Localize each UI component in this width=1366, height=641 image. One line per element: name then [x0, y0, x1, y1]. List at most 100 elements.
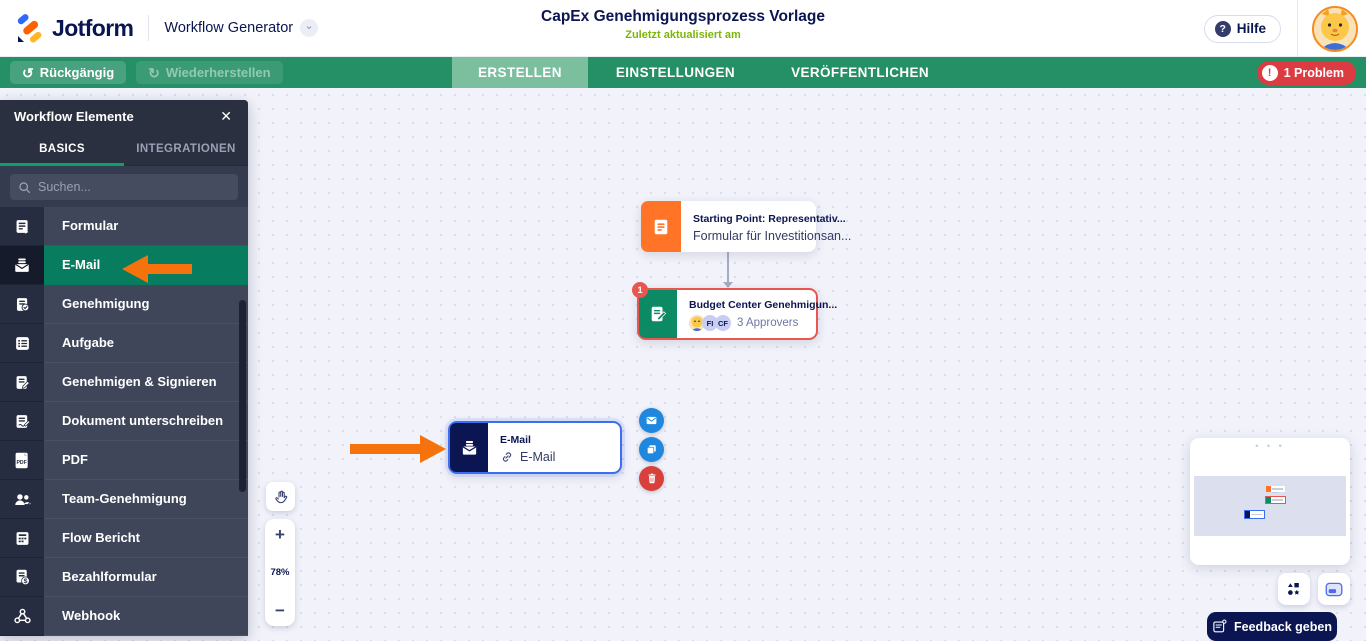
user-avatar[interactable]	[1312, 5, 1358, 52]
close-icon[interactable]: ✕	[220, 108, 232, 124]
app-title: Workflow Generator	[164, 20, 294, 36]
node-email[interactable]: E-Mail E-Mail	[448, 421, 622, 474]
search-box[interactable]	[10, 174, 238, 200]
sidebar-item-dokument-unterschreiben[interactable]: Dokument unterschreiben	[0, 402, 248, 441]
problem-label: 1 Problem	[1283, 66, 1344, 80]
email-action-button[interactable]	[639, 408, 664, 433]
tab-integrationen[interactable]: INTEGRATIONEN	[136, 143, 236, 155]
minimap-node-start	[1266, 486, 1285, 493]
auto-layout-button[interactable]	[1278, 573, 1310, 605]
payment-form-icon: $	[0, 558, 44, 597]
flow-connector	[723, 252, 733, 288]
minimap[interactable]: • • •	[1190, 438, 1350, 565]
feedback-label: Feedback geben	[1234, 619, 1332, 634]
node-subtitle: Formular für Investitionsan...	[693, 228, 852, 243]
pdf-icon: PDF	[0, 441, 44, 480]
sidebar-item-label: Formular	[44, 207, 248, 246]
search-input[interactable]	[38, 180, 230, 194]
sidebar-item-label: Bezahlformular	[44, 558, 248, 597]
zoom-out-button[interactable]: −	[275, 601, 285, 620]
approvers-count-label: 3 Approvers	[737, 317, 799, 329]
undo-icon: ↺	[22, 64, 34, 81]
panel-tabs: BASICS INTEGRATIONEN	[0, 133, 248, 166]
jotform-logo-icon	[17, 13, 42, 43]
svg-text:$: $	[23, 578, 27, 585]
duplicate-action-button[interactable]	[639, 437, 664, 462]
webhook-icon	[0, 597, 44, 636]
approver-avatar	[689, 315, 705, 331]
node-title: Starting Point: Representativ...	[693, 212, 846, 225]
page-title[interactable]: CapEx Genehmigungsprozess Vorlage	[541, 8, 825, 25]
sidebar-item-flow-bericht[interactable]: Flow Bericht	[0, 519, 248, 558]
sidebar-scrollbar[interactable]	[239, 300, 246, 492]
chevron-down-icon[interactable]: ⌄	[300, 19, 319, 37]
approver-chip: FI	[702, 315, 718, 331]
search-area	[0, 166, 248, 207]
sidebar-item-webhook[interactable]: Webhook	[0, 597, 248, 636]
approval-node-icon	[639, 290, 677, 338]
header-divider-2	[1297, 0, 1298, 57]
sidebar-item-team-genehmigung[interactable]: Team-Genehmigung	[0, 480, 248, 519]
workflow-canvas[interactable]: Workflow Elemente ✕ BASICS INTEGRATIONEN…	[0, 88, 1366, 641]
node-starting-point[interactable]: Starting Point: Representativ... Formula…	[641, 201, 852, 252]
node-budget-approval[interactable]: 1 Budget Center Genehmigun... FI CF 3 Ap…	[632, 282, 838, 340]
sidebar-item-bezahlformular[interactable]: $ Bezahlformular	[0, 558, 248, 597]
sidebar-item-genehmigen-signieren[interactable]: Genehmigen & Signieren	[0, 363, 248, 402]
sidebar-item-genehmigung[interactable]: Genehmigung	[0, 285, 248, 324]
document-title-block[interactable]: CapEx Genehmigungsprozess Vorlage Zuletz…	[541, 8, 825, 41]
feedback-button[interactable]: Feedback geben	[1207, 612, 1337, 641]
tab-erstellen[interactable]: ERSTELLEN	[452, 57, 588, 88]
delete-action-button[interactable]	[639, 466, 664, 491]
jotform-wordmark: Jotform	[52, 14, 134, 41]
hand-icon	[274, 490, 287, 503]
search-icon	[19, 181, 31, 193]
shapes-icon	[1288, 583, 1300, 595]
help-button[interactable]: ? Hilfe	[1203, 14, 1281, 43]
team-approval-icon	[0, 480, 44, 519]
form-icon	[0, 207, 44, 246]
question-icon: ?	[1214, 20, 1231, 37]
minimap-node-email	[1244, 510, 1265, 519]
sidebar-item-formular[interactable]: Formular	[0, 207, 248, 246]
zoom-in-button[interactable]: +	[275, 525, 285, 544]
tab-einstellungen[interactable]: EINSTELLUNGEN	[615, 65, 736, 80]
tutorial-arrow-email-node	[350, 435, 446, 463]
sidebar-item-label: Dokument unterschreiben	[44, 402, 248, 441]
flow-report-icon	[0, 519, 44, 558]
action-toolbar: ↺ Rückgängig ↻ Wiederherstellen ERSTELLE…	[0, 57, 1366, 88]
link-icon	[502, 451, 512, 462]
tab-veroeffentlichen[interactable]: VERÖFFENTLICHEN	[791, 65, 930, 80]
problem-badge[interactable]: ! 1 Problem	[1256, 61, 1356, 85]
sidebar-item-label: Webhook	[44, 597, 248, 636]
last-updated-label: Zuletzt aktualisiert am	[625, 29, 741, 41]
minimap-viewport	[1194, 476, 1346, 536]
undo-label: Rückgängig	[39, 65, 115, 80]
minimap-node-approval	[1265, 496, 1286, 504]
avatar-illustration	[1314, 7, 1356, 50]
tutorial-arrow-sidebar-email	[122, 255, 192, 283]
workflow-elements-panel: Workflow Elemente ✕ BASICS INTEGRATIONEN…	[0, 100, 248, 636]
minimap-drag-handle[interactable]: • • •	[1255, 441, 1285, 451]
mail-icon	[0, 246, 44, 285]
help-label: Hilfe	[1236, 21, 1266, 36]
minimap-toggle-button[interactable]	[1318, 573, 1350, 605]
feedback-icon	[1213, 619, 1227, 633]
sidebar-item-label: PDF	[44, 441, 248, 480]
redo-button[interactable]: ↻ Wiederherstellen	[136, 61, 283, 84]
header-divider	[148, 15, 150, 41]
jotform-logo[interactable]: Jotform	[16, 13, 134, 43]
task-icon	[0, 324, 44, 363]
redo-label: Wiederherstellen	[165, 65, 271, 80]
form-node-icon	[641, 201, 681, 252]
undo-button[interactable]: ↺ Rückgängig	[10, 61, 127, 84]
tab-basics[interactable]: BASICS	[0, 133, 124, 166]
pan-tool-button[interactable]	[266, 482, 295, 511]
sidebar-item-label: Flow Bericht	[44, 519, 248, 558]
error-count-badge: 1	[632, 282, 648, 298]
approver-avatars: FI CF	[689, 315, 731, 331]
sidebar-item-aufgabe[interactable]: Aufgabe	[0, 324, 248, 363]
sidebar-item-label: Aufgabe	[44, 324, 248, 363]
node-title: Budget Center Genehmigun...	[689, 299, 838, 311]
